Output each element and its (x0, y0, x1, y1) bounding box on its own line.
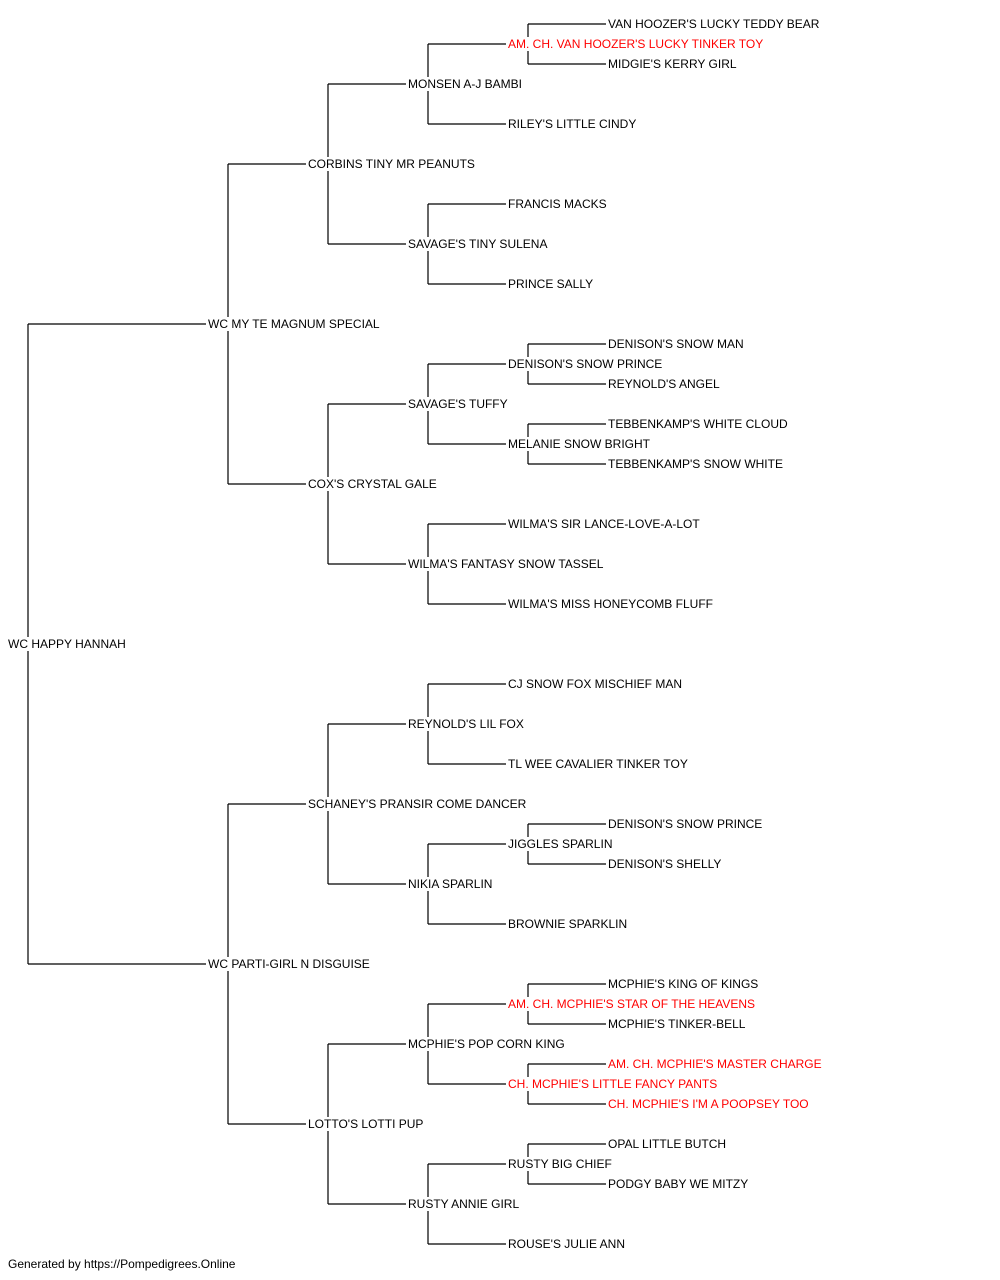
dog-name-dam-dam-dam-sire-dam: PODGY BABY WE MITZY (607, 1177, 750, 1191)
dog-name-sire-sire-dam: SAVAGE'S TINY SULENA (407, 237, 549, 251)
dog-name-dam-dam-sire-sire-sire: MCPHIE'S KING OF KINGS (607, 977, 760, 991)
dog-name-sire-dam-sire-sire-sire: DENISON'S SNOW MAN (607, 337, 745, 351)
dog-name-dam-dam-sire-sire-dam: MCPHIE'S TINKER-BELL (607, 1017, 747, 1031)
dog-name-dam-sire-dam-sire-dam: DENISON'S SHELLY (607, 857, 723, 871)
dog-name-sire-dam-sire-dam-dam: TEBBENKAMP'S SNOW WHITE (607, 457, 784, 471)
dog-name-dam-sire-dam-sire: JIGGLES SPARLIN (507, 837, 614, 851)
dog-name-sire-dam-dam-dam: WILMA'S MISS HONEYCOMB FLUFF (507, 597, 714, 611)
dog-name-sire-sire-dam-dam: PRINCE SALLY (507, 277, 595, 291)
dog-name-dam-sire-sire-dam: TL WEE CAVALIER TINKER TOY (507, 757, 689, 771)
dog-name-dam-dam: LOTTO'S LOTTI PUP (307, 1117, 425, 1131)
dog-name-sire-dam-sire: SAVAGE'S TUFFY (407, 397, 509, 411)
dog-name-sire-dam-sire-dam: MELANIE SNOW BRIGHT (507, 437, 652, 451)
dog-name-sire-dam-dam-sire: WILMA'S SIR LANCE-LOVE-A-LOT (507, 517, 701, 531)
dog-name-dam-sire-sire: REYNOLD'S LIL FOX (407, 717, 525, 731)
dog-name-sire-sire-sire-sire: AM. CH. VAN HOOZER'S LUCKY TINKER TOY (507, 37, 765, 51)
dog-name-sire-sire-sire-sire-dam: MIDGIE'S KERRY GIRL (607, 57, 738, 71)
dog-name-subject: WC HAPPY HANNAH (7, 637, 127, 651)
dog-name-sire-sire-dam-sire: FRANCIS MACKS (507, 197, 608, 211)
dog-name-sire: WC MY TE MAGNUM SPECIAL (207, 317, 381, 331)
dog-name-dam-sire-sire-sire: CJ SNOW FOX MISCHIEF MAN (507, 677, 683, 691)
dog-name-sire-sire: CORBINS TINY MR PEANUTS (307, 157, 476, 171)
dog-name-dam-dam-dam: RUSTY ANNIE GIRL (407, 1197, 521, 1211)
dog-name-dam-dam-sire-dam-dam: CH. MCPHIE'S I'M A POOPSEY TOO (607, 1097, 810, 1111)
dog-name-dam-dam-dam-sire: RUSTY BIG CHIEF (507, 1157, 613, 1171)
dog-name-sire-dam-sire-sire: DENISON'S SNOW PRINCE (507, 357, 664, 371)
dog-name-sire-dam-sire-dam-sire: TEBBENKAMP'S WHITE CLOUD (607, 417, 789, 431)
dog-name-dam-dam-sire-sire: AM. CH. MCPHIE'S STAR OF THE HEAVENS (507, 997, 756, 1011)
generated-by-footer: Generated by https://Pompedigrees.Online (8, 1257, 236, 1271)
dog-name-dam-dam-sire: MCPHIE'S POP CORN KING (407, 1037, 566, 1051)
dog-name-sire-dam: COX'S CRYSTAL GALE (307, 477, 438, 491)
dog-name-dam-dam-sire-dam: CH. MCPHIE'S LITTLE FANCY PANTS (507, 1077, 719, 1091)
dog-name-sire-sire-sire-sire-sire: VAN HOOZER'S LUCKY TEDDY BEAR (607, 17, 821, 31)
dog-name-sire-dam-sire-sire-dam: REYNOLD'S ANGEL (607, 377, 721, 391)
dog-name-dam-sire-dam-sire-sire: DENISON'S SNOW PRINCE (607, 817, 764, 831)
dog-name-sire-sire-sire-dam: RILEY'S LITTLE CINDY (507, 117, 638, 131)
dog-name-dam: WC PARTI-GIRL N DISGUISE (207, 957, 371, 971)
dog-name-dam-sire: SCHANEY'S PRANSIR COME DANCER (307, 797, 528, 811)
dog-name-dam-dam-dam-dam: ROUSE'S JULIE ANN (507, 1237, 626, 1251)
dog-name-sire-dam-dam: WILMA'S FANTASY SNOW TASSEL (407, 557, 605, 571)
dog-name-dam-sire-dam-dam: BROWNIE SPARKLIN (507, 917, 629, 931)
dog-name-dam-sire-dam: NIKIA SPARLIN (407, 877, 494, 891)
dog-name-dam-dam-sire-dam-sire: AM. CH. MCPHIE'S MASTER CHARGE (607, 1057, 823, 1071)
dog-name-sire-sire-sire: MONSEN A-J BAMBI (407, 77, 524, 91)
dog-name-dam-dam-dam-sire-sire: OPAL LITTLE BUTCH (607, 1137, 728, 1151)
